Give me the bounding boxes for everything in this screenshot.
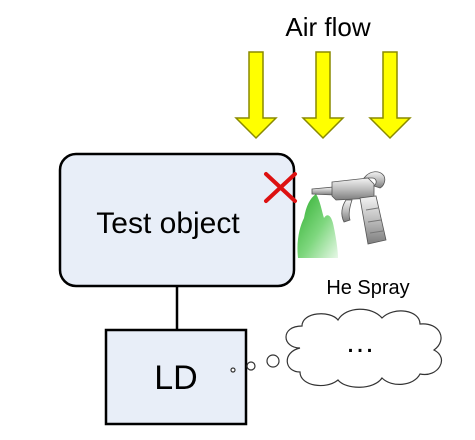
down-arrow-icon <box>368 51 412 140</box>
thought-text: … <box>345 326 375 359</box>
red-x-icon <box>264 172 297 203</box>
ld-label: LD <box>154 359 197 397</box>
air-flow-arrows <box>234 51 412 140</box>
helium-cloud-icon <box>297 194 338 258</box>
test-object-box <box>58 152 296 288</box>
down-arrow-icon <box>234 51 278 140</box>
spray-gun-icon <box>311 171 387 245</box>
down-arrow-icon <box>301 51 345 140</box>
ld-box <box>104 328 248 426</box>
air-flow-label: Air flow <box>285 12 370 42</box>
he-spray-label: He Spray <box>326 277 409 299</box>
thought-bubble-icon <box>230 308 442 388</box>
test-object-label: Test object <box>96 207 240 240</box>
